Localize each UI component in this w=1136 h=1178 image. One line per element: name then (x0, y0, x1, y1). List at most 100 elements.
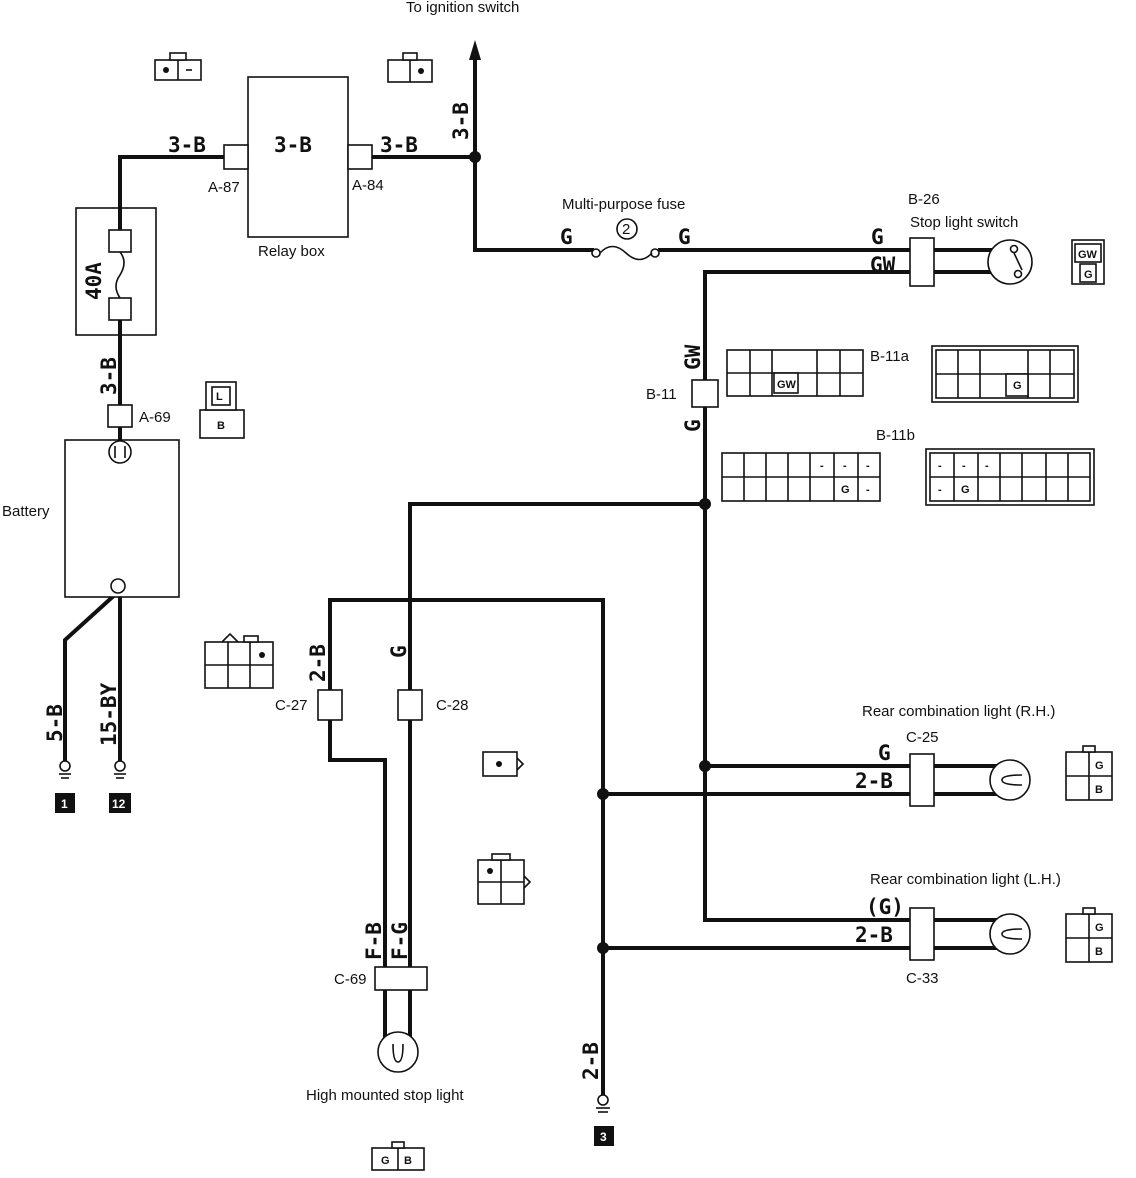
battery-label: Battery (2, 503, 50, 520)
pin-label: B (217, 420, 225, 432)
pin-label: - (820, 460, 824, 472)
ground-symbol (59, 760, 71, 779)
wire-label: GW (681, 344, 705, 370)
wire-label: 3-B (380, 133, 418, 157)
connector-icon: GW G (1071, 239, 1105, 285)
ground-number: 12 (112, 797, 126, 811)
ground-badge (594, 1126, 614, 1146)
connector-a84 (347, 144, 373, 170)
connector-b11a-view-right: G (931, 345, 1079, 403)
pin-label: GW (777, 379, 797, 391)
pin-label: GW (1078, 249, 1098, 261)
high-stop-light-label: High mounted stop light (306, 1087, 464, 1104)
wire-label: 3-B (168, 133, 206, 157)
fuse-terminal (108, 229, 132, 253)
ground-badge (109, 793, 131, 813)
connector-b11 (691, 379, 719, 408)
connector-c33 (909, 907, 935, 961)
pin-label: B (404, 1155, 412, 1167)
pin-label: - (866, 460, 870, 472)
fuse-terminal (108, 297, 132, 321)
connector-b11b-view-left: - - - G - (721, 452, 881, 502)
wire-label: 5-B (43, 704, 67, 742)
wire-label: G (681, 419, 705, 432)
pin-label: G (381, 1155, 390, 1167)
connector-c27 (317, 689, 343, 721)
ground-number: 3 (600, 1130, 607, 1144)
wire-label: G (387, 645, 411, 658)
wire-label: 3-B (449, 102, 473, 140)
pin-label: - (962, 460, 966, 472)
pin-label: G (1013, 380, 1022, 392)
pin-label: B (1095, 784, 1103, 796)
wire-label: 2-B (855, 923, 893, 947)
connector-b11a-view-left: GW (726, 349, 864, 397)
high-mounted-stop-light-bulb (377, 1031, 419, 1073)
relay-box-label: Relay box (258, 243, 325, 260)
connector-icon (477, 853, 532, 905)
connector-icon: L B (199, 381, 245, 439)
battery-terminal-positive (108, 440, 132, 464)
pin-label: G (1084, 269, 1093, 281)
wire-label: GW (870, 253, 896, 277)
connector-c27-label: C-27 (275, 697, 308, 714)
connector-icon: G B (371, 1141, 425, 1171)
pin-label: - (985, 460, 989, 472)
connector-a69 (107, 404, 133, 428)
wire-label: G (871, 225, 884, 249)
wire-label: F-G (388, 922, 412, 960)
pin-label: G (1095, 922, 1104, 934)
pin-label: - (938, 460, 942, 472)
connector-b11-label: B-11 (646, 386, 677, 403)
ground-symbol (114, 760, 126, 779)
connector-b26 (909, 237, 935, 287)
fuse-label: Multi-purpose fuse (562, 196, 685, 213)
pin-label: - (866, 484, 870, 496)
wire-label: 3-B (97, 357, 121, 395)
ground-badge (55, 793, 75, 813)
rear-lh-bulb (989, 913, 1031, 955)
pin-label: G (1095, 760, 1104, 772)
connector-icon (387, 52, 433, 83)
pin-label: B (1095, 946, 1103, 958)
connector-a87 (223, 144, 249, 170)
wire-label: G (678, 225, 691, 249)
fuse-number-circle (616, 218, 638, 240)
connector-b11b-view-right: - - - - G (925, 448, 1095, 506)
connector-icon (482, 751, 525, 777)
connector-c25-label: C-25 (906, 729, 939, 746)
fuse-rating: 40A (82, 262, 106, 300)
connector-a84-label: A-84 (352, 177, 384, 194)
ground-number: 1 (61, 797, 68, 811)
pin-label: G (961, 484, 970, 496)
battery (64, 439, 180, 598)
connector-icon (204, 632, 274, 689)
connector-c28 (397, 689, 423, 721)
rear-lh-label: Rear combination light (L.H.) (870, 871, 1061, 888)
pin-label: - (938, 484, 942, 496)
wire-label: F-B (362, 922, 386, 960)
pin-label: G (841, 484, 850, 496)
fuse-number: 2 (622, 221, 630, 238)
wire-label: G (560, 225, 573, 249)
connector-icon (154, 52, 202, 81)
junction-dots (469, 151, 711, 954)
pin-label: - (843, 460, 847, 472)
connector-a69-label: A-69 (139, 409, 171, 426)
wire-label: 15-BY (97, 682, 121, 746)
switch-code: B-26 (908, 191, 940, 208)
connector-c69-label: C-69 (334, 971, 367, 988)
wires (63, 40, 1002, 1097)
pin-label: L (216, 391, 223, 403)
wire-label: (G) (866, 895, 904, 919)
wire-label: 2-B (855, 769, 893, 793)
fuse-element (115, 251, 125, 299)
connector-a87-label: A-87 (208, 179, 240, 196)
wire-label: 3-B (274, 133, 312, 157)
ground-symbol (596, 1094, 610, 1113)
connector-b11b-label: B-11b (876, 427, 915, 444)
connector-c69 (374, 966, 428, 991)
connector-icon: G B (1065, 745, 1113, 801)
connector-c25 (909, 753, 935, 807)
